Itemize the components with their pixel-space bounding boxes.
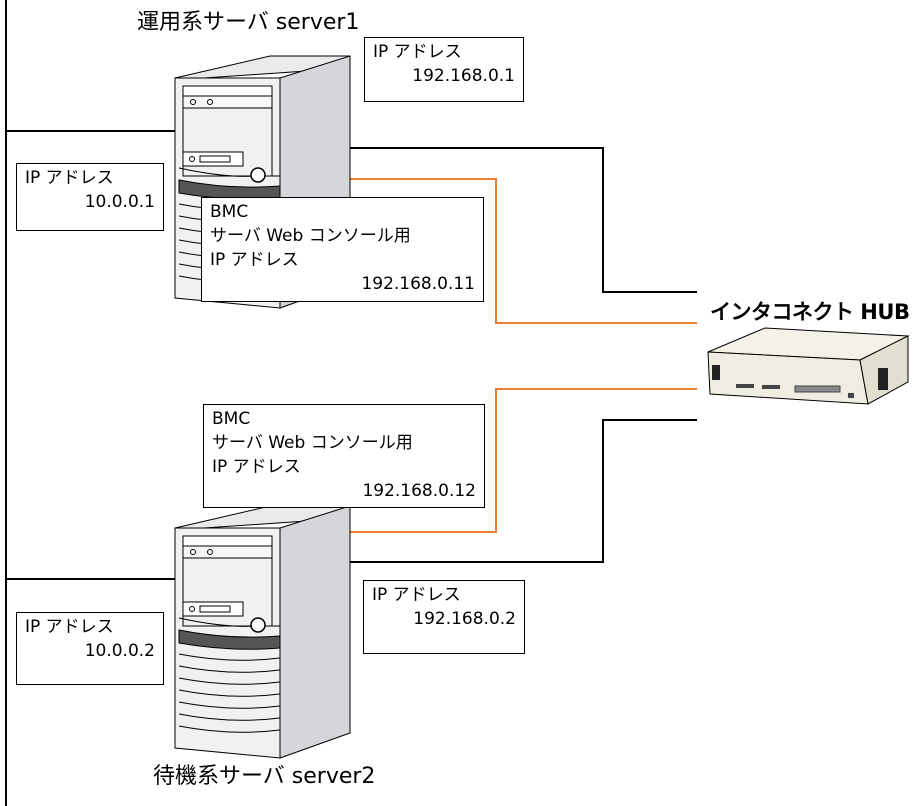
server2-public-ip-box: IP アドレス 192.168.0.2 (363, 580, 525, 654)
ip-value: 192.168.0.12 (362, 481, 476, 501)
server1-public-ip-box: IP アドレス 192.168.0.1 (364, 37, 524, 102)
server2-bmc-box: BMC サーバ Web コンソール用 IP アドレス 192.168.0.12 (203, 404, 485, 508)
server2-tower-icon (174, 505, 351, 759)
server2-title: 待機系サーバ server2 (153, 764, 376, 789)
server2-interconnect-ip-box: IP アドレス 10.0.0.2 (16, 612, 164, 685)
bmc-label: BMC (212, 409, 251, 429)
ip-label: IP アドレス (373, 42, 462, 62)
ip-value: 192.168.0.11 (361, 274, 475, 294)
server1-bmc-box: BMC サーバ Web コンソール用 IP アドレス 192.168.0.11 (201, 197, 484, 302)
ip-label: IP アドレス (25, 617, 114, 637)
ip-label: IP アドレス (212, 457, 301, 477)
bmc-purpose: サーバ Web コンソール用 (212, 433, 413, 453)
ip-label: IP アドレス (372, 585, 461, 605)
server1-interconnect-ip-box: IP アドレス 10.0.0.1 (16, 163, 164, 231)
server1-title: 運用系サーバ server1 (137, 10, 360, 35)
hub-title: インタコネクト HUB (710, 300, 910, 324)
server2-bmc-link (348, 388, 697, 533)
server2-public-link (348, 419, 697, 563)
server1-bmc-link (348, 178, 697, 324)
bmc-purpose: サーバ Web コンソール用 (210, 226, 411, 246)
ip-label: IP アドレス (210, 250, 299, 270)
server1-public-link (348, 147, 697, 293)
ip-value: 10.0.0.2 (84, 641, 155, 661)
interconnect-hub-icon (707, 327, 910, 405)
ip-label: IP アドレス (25, 168, 114, 188)
ip-value: 10.0.0.1 (84, 192, 155, 212)
bmc-label: BMC (210, 202, 249, 222)
ip-value: 192.168.0.2 (413, 609, 516, 629)
ip-value: 192.168.0.1 (412, 66, 515, 86)
